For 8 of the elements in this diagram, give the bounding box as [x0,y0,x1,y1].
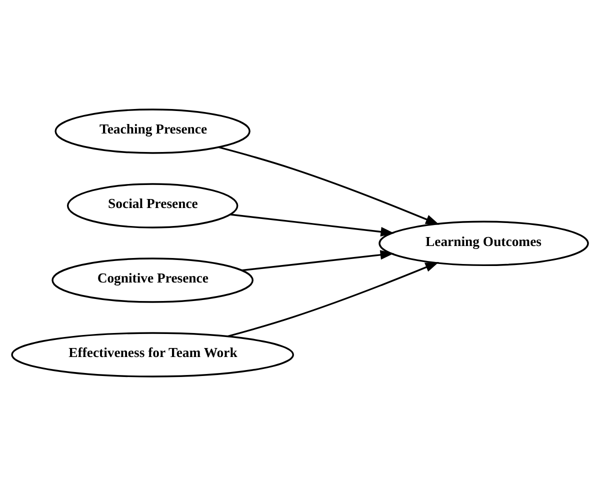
node-ellipse: Social Presence [66,183,238,228]
arrow [228,262,439,338]
node-ellipse: Teaching Presence [54,108,250,154]
node-ellipse: Effectiveness for Team Work [11,332,294,378]
arrow [242,250,394,272]
arrow [230,214,394,237]
node-ellipse: Cognitive Presence [52,258,254,303]
arrow [218,146,440,225]
